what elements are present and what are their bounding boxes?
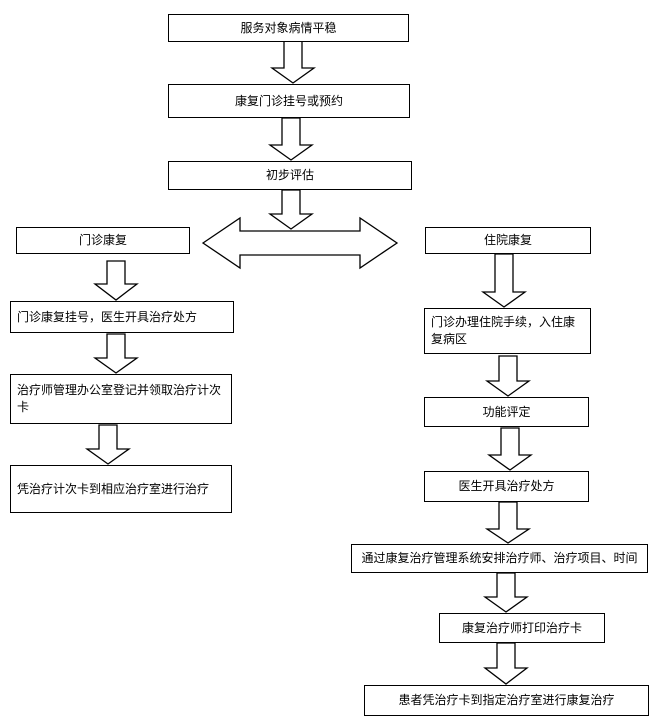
arrow-down-right-1 [480, 253, 528, 308]
arrow-down-2 [267, 117, 315, 161]
inpatient-step-treatment-label: 患者凭治疗卡到指定治疗室进行康复治疗 [398, 693, 615, 707]
inpatient-step-function-eval-label: 功能评定 [482, 404, 531, 419]
arrow-down-right-5 [482, 572, 530, 613]
arrow-down-left-3 [84, 424, 132, 465]
outpatient-step-card: 治疗师管理办公室登记并领取治疗计次卡 [10, 374, 232, 424]
step-initial-assessment-label: 初步评估 [265, 168, 314, 182]
inpatient-step-schedule: 通过康复治疗管理系统安排治疗师、治疗项目、时间 [351, 544, 648, 573]
arrow-down-right-4 [484, 501, 532, 544]
step-condition-stable: 服务对象病情平稳 [168, 14, 409, 42]
inpatient-step-schedule-label: 通过康复治疗管理系统安排治疗师、治疗项目、时间 [361, 551, 638, 565]
step-registration-label: 康复门诊挂号或预约 [234, 93, 343, 108]
outpatient-step-prescription: 门诊康复挂号，医生开具治疗处方 [10, 301, 234, 333]
inpatient-step-prescription-label: 医生开具治疗处方 [458, 479, 555, 493]
outpatient-step-treatment-label: 凭治疗计次卡到相应治疗室进行治疗 [17, 481, 210, 496]
step-initial-assessment: 初步评估 [168, 161, 412, 190]
inpatient-step-print-card: 康复治疗师打印治疗卡 [439, 613, 605, 643]
inpatient-step-treatment: 患者凭治疗卡到指定治疗室进行康复治疗 [364, 685, 649, 716]
inpatient-step-function-eval: 功能评定 [424, 397, 589, 427]
branch-outpatient: 门诊康复 [16, 227, 190, 254]
inpatient-step-print-card-label: 康复治疗师打印治疗卡 [461, 620, 582, 635]
arrow-down-left-1 [93, 260, 139, 301]
arrow-down-3 [267, 189, 315, 230]
arrow-down-left-2 [92, 333, 140, 374]
arrow-double-horizontal [201, 216, 399, 270]
arrow-down-right-6 [483, 642, 529, 685]
step-condition-stable-label: 服务对象病情平稳 [240, 20, 337, 35]
inpatient-step-admission-label: 门诊办理住院手续，入住康复病区 [431, 315, 576, 346]
branch-outpatient-label: 门诊康复 [78, 233, 127, 247]
outpatient-step-treatment: 凭治疗计次卡到相应治疗室进行治疗 [10, 465, 232, 513]
step-registration: 康复门诊挂号或预约 [168, 84, 410, 118]
outpatient-step-prescription-label: 门诊康复挂号，医生开具治疗处方 [17, 309, 198, 324]
outpatient-step-card-label: 治疗师管理办公室登记并领取治疗计次卡 [17, 383, 222, 414]
arrow-down-1 [269, 40, 317, 84]
arrow-down-right-2 [484, 355, 532, 397]
branch-inpatient-label: 住院康复 [483, 233, 532, 247]
inpatient-step-admission: 门诊办理住院手续，入住康复病区 [424, 308, 591, 354]
branch-inpatient: 住院康复 [425, 227, 591, 254]
arrow-down-right-3 [486, 427, 534, 471]
inpatient-step-prescription: 医生开具治疗处方 [424, 471, 589, 502]
